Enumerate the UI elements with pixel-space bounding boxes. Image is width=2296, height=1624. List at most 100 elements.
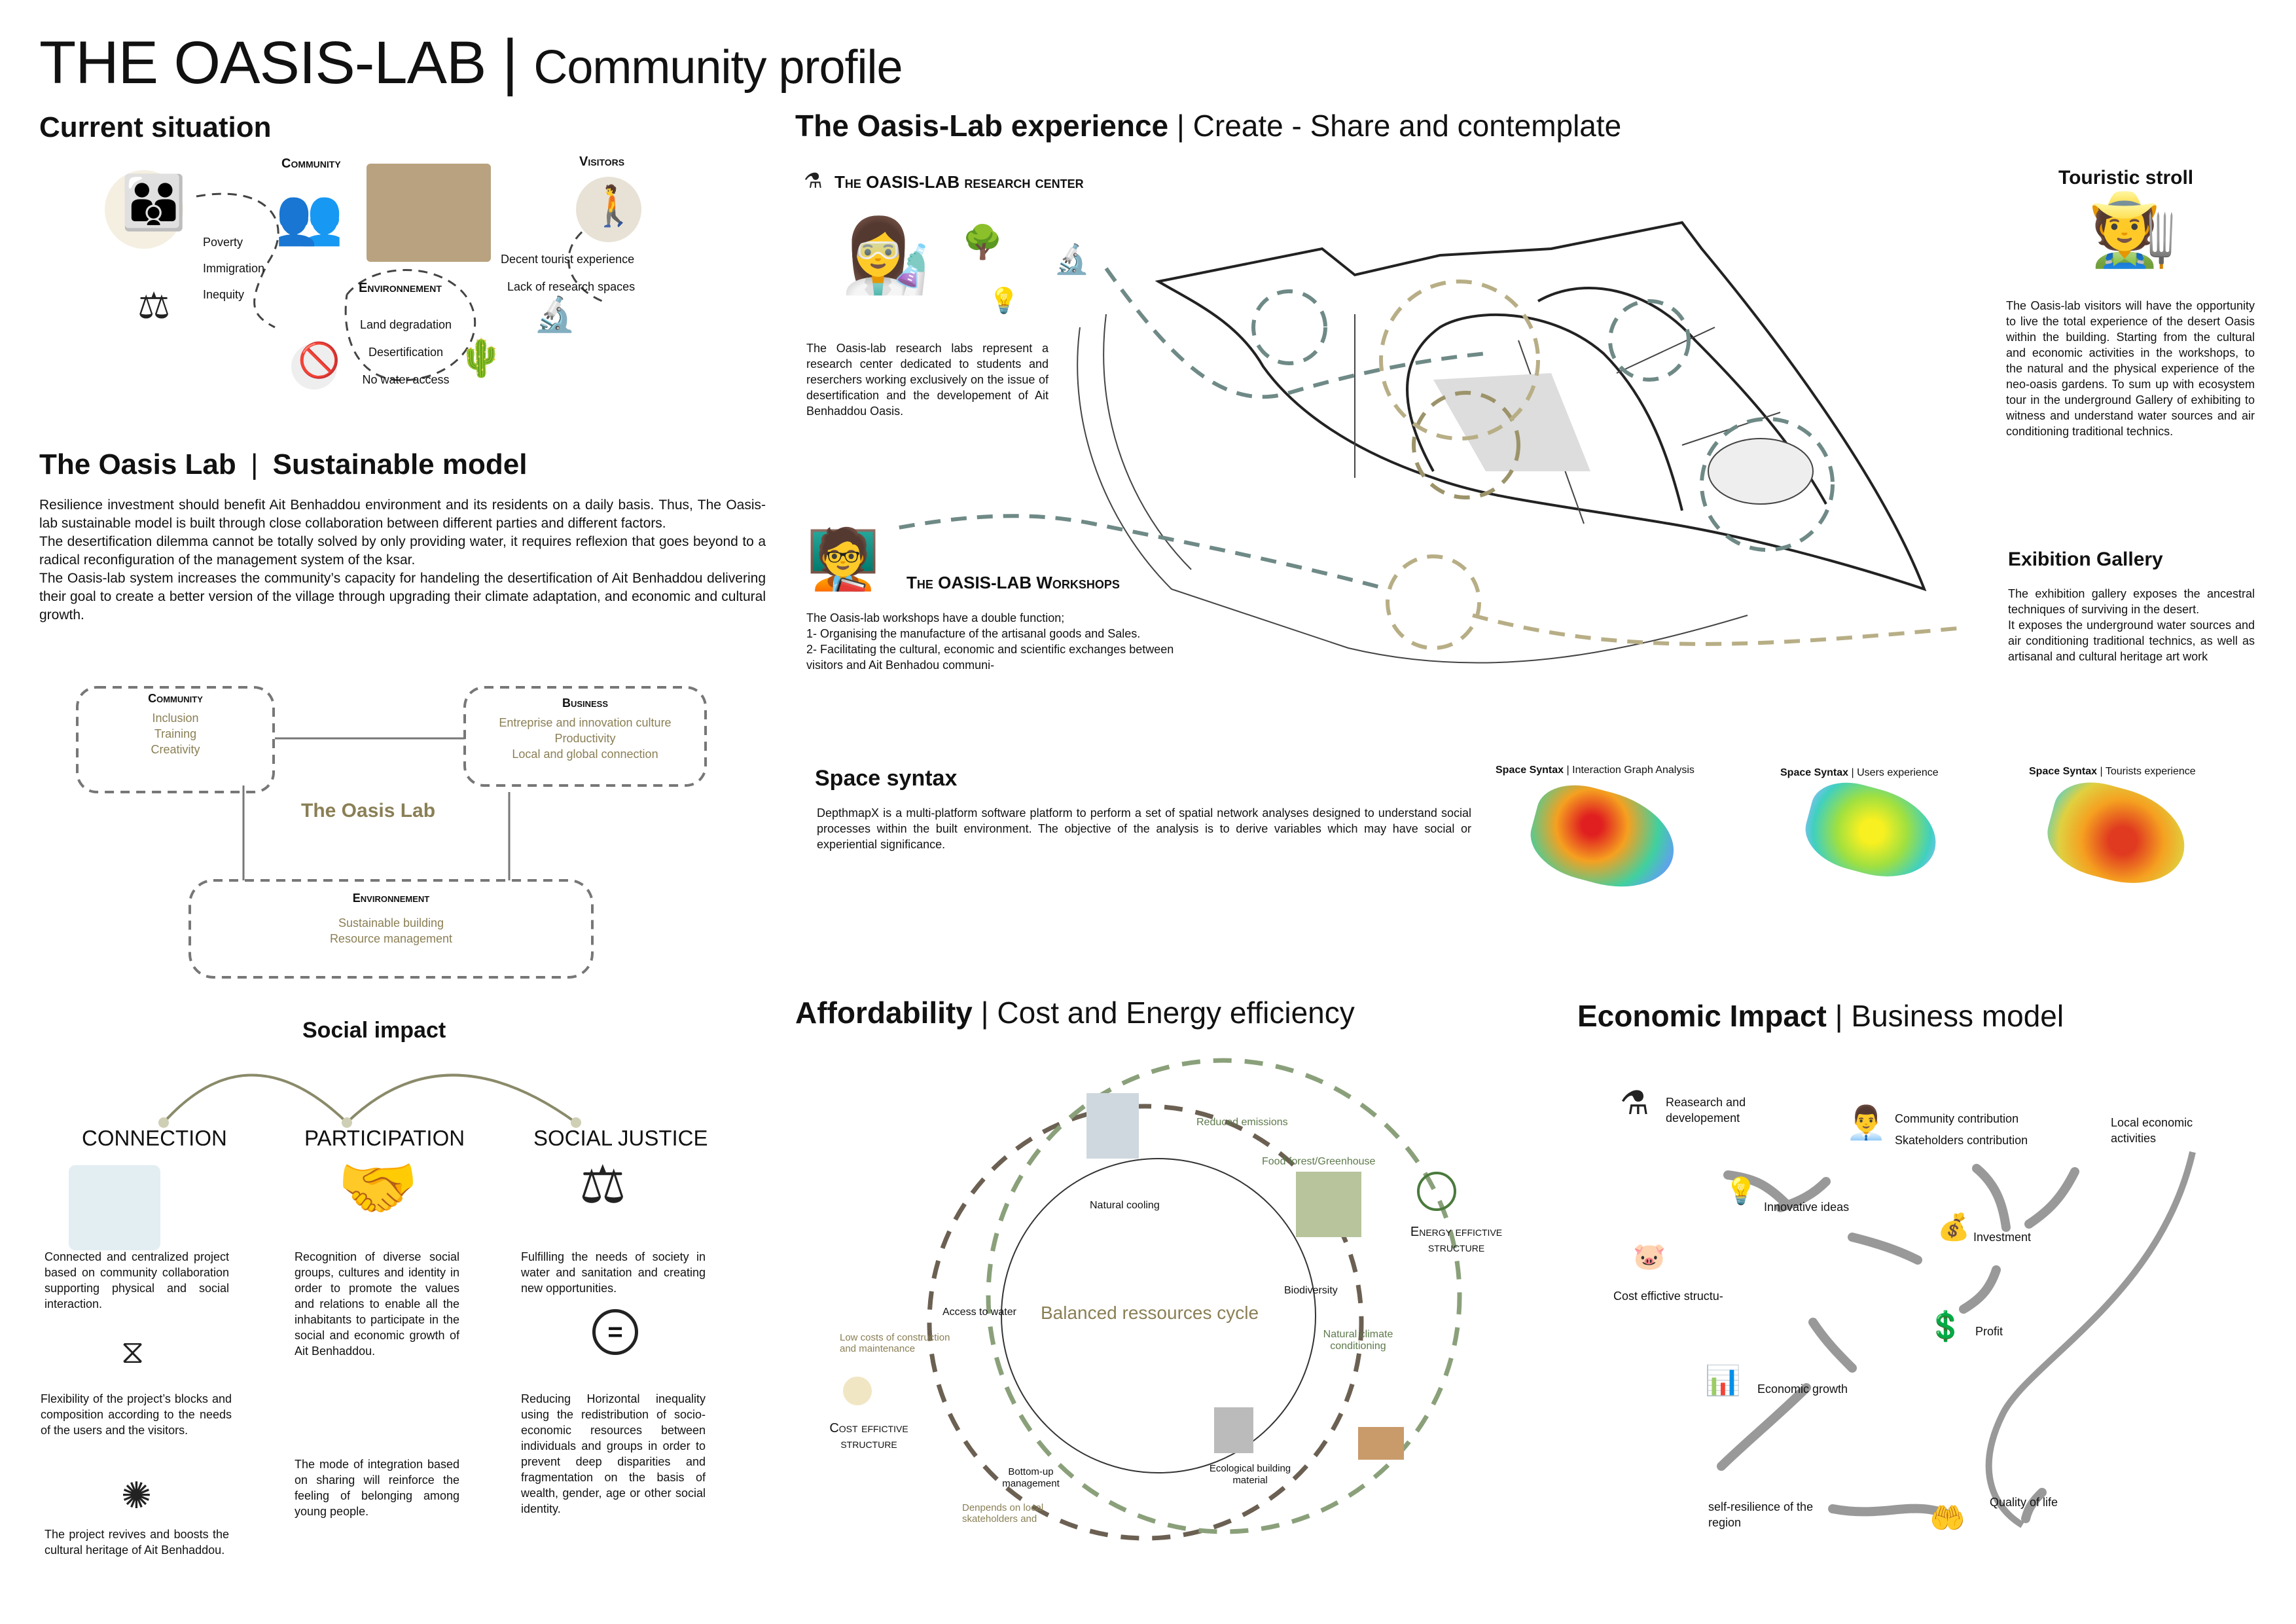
scales-icon: ⚖ bbox=[137, 285, 171, 327]
syntax-map-bold: Space Syntax bbox=[1496, 765, 1564, 776]
outer-food-forest: Food forest/Greenhouse bbox=[1262, 1156, 1376, 1167]
afford-heading-sub: Cost and Energy efficiency bbox=[997, 996, 1355, 1030]
node-self-resilience: self-resilience of the region bbox=[1708, 1500, 1814, 1529]
outer-low-costs: Low costs of construction and maintenanc… bbox=[840, 1332, 950, 1354]
model-environment-item: Resource management bbox=[329, 932, 453, 945]
item-tourist-experience: Decent tourist experience bbox=[501, 253, 635, 266]
research-flask-icon: ⚗ bbox=[1620, 1084, 1649, 1122]
node-investment: Investment bbox=[1973, 1231, 2032, 1244]
family-icon: 👪 bbox=[121, 172, 187, 233]
model-business-box: Business Entreprise and innovation cultu… bbox=[465, 695, 706, 762]
economic-heading: Economic Impact | Business model bbox=[1577, 999, 2064, 1033]
title-sub: Community profile bbox=[533, 41, 903, 94]
connection-text-2: Flexibility of the project’s blocks and … bbox=[41, 1392, 232, 1437]
syntax-map-text: | Tourists experience bbox=[2100, 766, 2196, 777]
item-desertification: Desertification bbox=[368, 346, 444, 359]
stakeholder-icon: 👨‍💼 bbox=[1846, 1104, 1887, 1142]
care-hands-icon: 🤲 bbox=[1929, 1502, 1965, 1535]
researcher-vr-icon: 👩‍🔬 bbox=[841, 213, 931, 297]
node-profit: Profit bbox=[1975, 1325, 2003, 1338]
justice-scales-icon: ⚖ bbox=[579, 1154, 626, 1215]
title-separator: | bbox=[501, 27, 518, 97]
current-visitor-items: Decent tourist experience Lack of resear… bbox=[501, 245, 635, 300]
bulb-icon: 💡 bbox=[988, 286, 1020, 315]
model-heading: The Oasis Lab | Sustainable model bbox=[39, 448, 528, 480]
afford-heading: Affordability | Cost and Energy efficien… bbox=[795, 996, 1355, 1030]
col-participation-title: PARTICIPATION bbox=[304, 1126, 465, 1150]
outer-local-stakeholders: Denpends on local skateholders and bbox=[962, 1502, 1044, 1525]
economic-flow-arrows bbox=[1717, 1151, 2196, 1528]
justice-text-1: Fulfilling the needs of society in water… bbox=[521, 1250, 706, 1295]
inner-access-water: Access to water bbox=[942, 1307, 1016, 1318]
community-label: Community bbox=[281, 156, 341, 171]
model-paragraph: The Oasis-lab system increases the commu… bbox=[39, 571, 766, 623]
current-left-items: Poverty Immigration Inequity bbox=[203, 229, 264, 308]
heatmap-tourists bbox=[2039, 772, 2196, 897]
syntax-map-label-3: Space Syntax | Tourists experience bbox=[2029, 766, 2196, 778]
syntax-heading: Space syntax bbox=[815, 766, 958, 791]
node-stakeholders: Skateholders contribution bbox=[1895, 1134, 2028, 1147]
experience-heading: The Oasis-Lab experience | Create - Shar… bbox=[795, 109, 1622, 143]
microscope-icon: 🔬 bbox=[1054, 243, 1090, 276]
inner-bottom-up: Bottom-up management bbox=[1002, 1466, 1060, 1489]
model-business-item: Local and global connection bbox=[512, 748, 658, 761]
growth-chart-icon: 📊 bbox=[1705, 1364, 1741, 1398]
energy-structure-label: Energy effictive structure bbox=[1410, 1225, 1503, 1255]
social-arcs bbox=[158, 1074, 581, 1128]
research-text: The Oasis-lab research labs represent a … bbox=[806, 342, 1049, 418]
participation-text-1: Recognition of diverse social groups, cu… bbox=[295, 1250, 459, 1358]
outer-reduced-emissions: Reduced emissions bbox=[1196, 1117, 1288, 1128]
heatmap-interaction bbox=[1522, 774, 1685, 901]
tourist-icon: 🧑‍🌾 bbox=[2088, 187, 2178, 271]
syntax-map-text: | Users experience bbox=[1851, 767, 1939, 778]
gallery-title: Exibition Gallery bbox=[2008, 549, 2163, 570]
piggy-bank-icon: 🐷 bbox=[1633, 1242, 1666, 1272]
profit-icon: 💲 bbox=[1928, 1310, 1964, 1343]
item-no-water: No water access bbox=[362, 373, 450, 386]
kasbah-illustration bbox=[367, 164, 491, 262]
cost-structure-label: Cost effictive structure bbox=[829, 1421, 908, 1451]
title-main: THE OASIS-LAB bbox=[39, 29, 486, 96]
social-heading: Social impact bbox=[302, 1018, 446, 1043]
node-community-contribution: Community contribution bbox=[1895, 1112, 2019, 1125]
investment-money-icon: 💰 bbox=[1937, 1212, 1970, 1242]
syntax-text: DepthmapX is a multi-platform software p… bbox=[817, 806, 1471, 851]
economic-heading-main: Economic Impact bbox=[1577, 999, 1827, 1033]
stroll-title: Touristic stroll bbox=[2058, 167, 2194, 189]
cycle-center-label: Balanced ressources cycle bbox=[1041, 1303, 1259, 1323]
syntax-map-bold: Space Syntax bbox=[1780, 767, 1849, 778]
node-economic-growth: Economic growth bbox=[1757, 1382, 1848, 1396]
model-paragraph: Resilience investment should benefit Ait… bbox=[39, 497, 766, 531]
model-community-box: Community Inclusion Training Creativity bbox=[77, 691, 274, 757]
syntax-map-text: | Interaction Graph Analysis bbox=[1566, 765, 1695, 776]
flask-icon: ⚗ bbox=[804, 168, 823, 193]
model-center-label: The Oasis Lab bbox=[301, 800, 436, 821]
connection-text-3: The project revives and boosts the cultu… bbox=[45, 1528, 229, 1557]
afford-heading-main: Affordability bbox=[795, 996, 973, 1030]
workshops-title: The OASIS-LAB Workshops bbox=[906, 573, 1120, 592]
teamwork-hands-icon: 🤝 bbox=[337, 1149, 419, 1226]
connection-map-image bbox=[69, 1165, 160, 1250]
heritage-icon: ✺ bbox=[121, 1475, 152, 1517]
cycle-diagram bbox=[843, 1058, 1462, 1541]
flexibility-icon: ⧖ bbox=[121, 1333, 145, 1371]
heatmap-users bbox=[1797, 773, 1946, 890]
outer-climate: Natural climate conditioning bbox=[1323, 1329, 1393, 1352]
model-environment-title: Environnement bbox=[352, 892, 430, 905]
inner-natural-cooling: Natural cooling bbox=[1090, 1200, 1160, 1211]
workshop-icon: 🧑‍🏫 bbox=[806, 525, 880, 594]
model-community-item: Training bbox=[154, 727, 197, 740]
justice-text-2: Reducing Horizontal inequality using the… bbox=[521, 1392, 706, 1515]
workshops-line: The Oasis-lab workshops have a double fu… bbox=[806, 611, 1065, 624]
model-diagram-lines bbox=[76, 686, 707, 979]
visitors-label: Visitors bbox=[579, 154, 625, 169]
equal-icon: = bbox=[592, 1309, 638, 1355]
model-community-item: Inclusion bbox=[152, 712, 199, 725]
model-heading-main: The Oasis Lab bbox=[39, 448, 236, 480]
current-situation-heading: Current situation bbox=[39, 111, 272, 143]
site-plan bbox=[897, 221, 1957, 664]
node-local-economic: Local economic activities bbox=[2111, 1116, 2193, 1145]
model-heading-sub: Sustainable model bbox=[272, 448, 528, 480]
item-land-degradation: Land degradation bbox=[359, 318, 452, 331]
economic-heading-sub: Business model bbox=[1851, 999, 2064, 1033]
